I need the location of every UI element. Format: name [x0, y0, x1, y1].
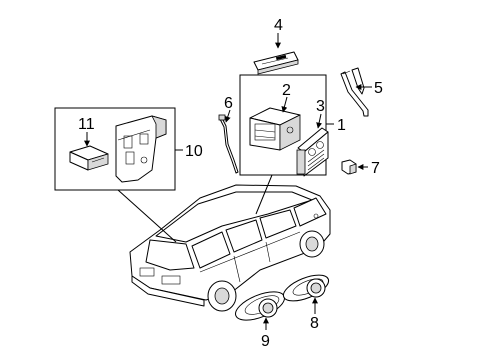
- amplifier-module: [115, 115, 167, 183]
- leader-6: [224, 109, 231, 123]
- antenna-cable: [340, 67, 369, 117]
- control-head: [296, 127, 329, 177]
- radio-box-to-vehicle: [255, 174, 273, 215]
- callout-5: 5: [374, 80, 383, 97]
- antenna-mast: [218, 114, 239, 174]
- callout-4: 4: [274, 17, 283, 34]
- callout-7: 7: [371, 160, 380, 177]
- leader-3: [316, 113, 323, 129]
- leader-2: [281, 96, 288, 113]
- nav-dvd-unit: [253, 51, 299, 75]
- suv-vehicle: [129, 184, 331, 312]
- module-box-to-vehicle: [117, 189, 177, 243]
- callout-6: 6: [224, 95, 233, 112]
- module-group-box: [54, 107, 176, 191]
- radio-group-box: [239, 74, 327, 176]
- callout-3: 3: [316, 98, 325, 115]
- small-connector: [341, 159, 357, 175]
- callout-9: 9: [261, 333, 270, 350]
- callout-8: 8: [310, 315, 319, 332]
- callout-1: 1: [337, 117, 346, 134]
- callout-10: 10: [185, 143, 203, 160]
- speaker-front: [282, 274, 330, 302]
- callout-11: 11: [78, 116, 95, 133]
- small-module: [69, 145, 109, 171]
- speaker-rear: [235, 291, 285, 321]
- radio-receiver: [249, 107, 301, 151]
- callout-2: 2: [282, 82, 291, 99]
